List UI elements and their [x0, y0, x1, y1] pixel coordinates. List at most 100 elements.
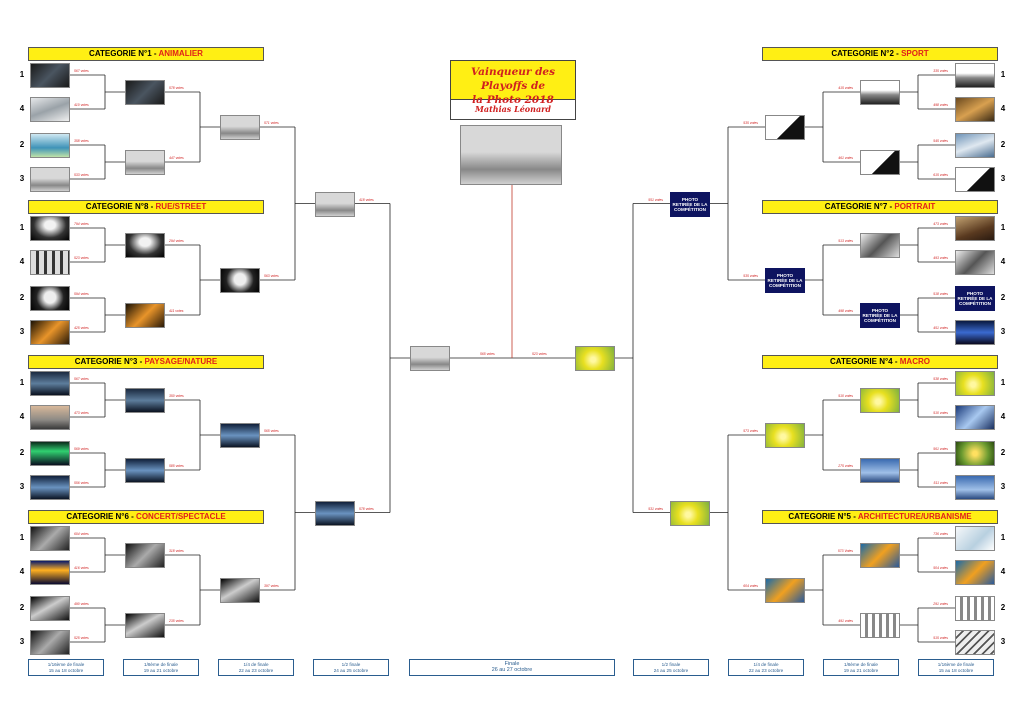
photo-right-r2-6[interactable] [860, 543, 900, 568]
seed-number: 1 [1000, 70, 1006, 79]
winner-photo[interactable] [460, 125, 562, 185]
retired-label-line: COMPÉTITION [959, 301, 991, 306]
photo-right-r1-14[interactable] [955, 596, 995, 621]
photo-left-r2-7[interactable] [125, 613, 165, 638]
photo-right-r1-15[interactable] [955, 630, 995, 655]
retired-label-line: PHOTO [871, 308, 889, 313]
photo-left-r1-12[interactable] [30, 526, 70, 551]
category-header-architecture-urbanisme: CATEGORIE N°5 - ARCHITECTURE/URBANISME [762, 510, 998, 524]
seed-number: 3 [19, 482, 25, 491]
retired-label-line: PHOTO [681, 196, 699, 202]
retired-label-line: RETIRÉE DE LA [767, 278, 803, 283]
photo-finalist-right[interactable] [575, 346, 615, 371]
photo-right-r3-3[interactable] [765, 578, 805, 603]
photo-left-r1-5[interactable] [30, 250, 70, 275]
photo-left-r2-0[interactable] [125, 80, 165, 105]
photo-left-r1-10[interactable] [30, 441, 70, 466]
seed-number: 4 [19, 567, 25, 576]
seed-number: 4 [19, 412, 25, 421]
photo-left-r2-5[interactable] [125, 458, 165, 483]
vote-count: 350 votes [169, 394, 184, 398]
photo-right-r1-11[interactable] [955, 475, 995, 500]
photo-right-r1-1[interactable] [955, 97, 995, 122]
photo-left-r2-1[interactable] [125, 150, 165, 175]
photo-left-r1-2[interactable] [30, 133, 70, 158]
photo-left-r1-6[interactable] [30, 286, 70, 311]
photo-right-r1-0[interactable] [955, 63, 995, 88]
photo-left-r2-2[interactable] [125, 233, 165, 258]
vote-count: 498 votes [933, 103, 948, 107]
photo-left-r4-0[interactable] [315, 191, 355, 217]
photo-left-r3-2[interactable] [220, 423, 260, 448]
retired-label-line: RETIRÉE DE LA [957, 296, 993, 301]
seed-number: 2 [19, 603, 25, 612]
photo-left-r3-3[interactable] [220, 578, 260, 603]
seed-number: 4 [1000, 567, 1006, 576]
photo-left-r1-9[interactable] [30, 405, 70, 430]
photo-right-r2-0[interactable] [860, 80, 900, 105]
photo-left-r1-8[interactable] [30, 371, 70, 396]
photo-right-r2-7[interactable] [860, 613, 900, 638]
photo-left-r3-0[interactable] [220, 115, 260, 140]
photo-left-r1-0[interactable] [30, 63, 70, 88]
photo-right-r1-8[interactable] [955, 371, 995, 396]
photo-left-r1-7[interactable] [30, 320, 70, 345]
photo-right-r1-4[interactable] [955, 216, 995, 241]
vote-count: 397 votes [264, 584, 279, 588]
photo-right-r1-5[interactable] [955, 250, 995, 275]
photo-left-r1-1[interactable] [30, 97, 70, 122]
vote-count: 415 votes [838, 86, 853, 90]
photo-left-r1-11[interactable] [30, 475, 70, 500]
photo-right-r1-7[interactable] [955, 320, 995, 345]
photo-right-r4-1[interactable] [670, 500, 710, 526]
retired-label-line: RETIRÉE DE LA [862, 313, 898, 318]
photo-left-r2-3[interactable] [125, 303, 165, 328]
photo-left-r4-1[interactable] [315, 500, 355, 526]
photo-right-r2-4[interactable] [860, 388, 900, 413]
seed-number: 1 [19, 378, 25, 387]
vote-count: 525 votes [74, 636, 89, 640]
vote-count: 411 votes [169, 309, 184, 313]
retired-label-line: PHOTO [966, 291, 984, 296]
vote-count: 565 votes [264, 429, 279, 433]
vote-count: 794 votes [74, 222, 89, 226]
photo-left-r1-4[interactable] [30, 216, 70, 241]
photo-left-r1-15[interactable] [30, 630, 70, 655]
photo-right-r3-0[interactable] [765, 115, 805, 140]
vote-count: 523 votes [74, 256, 89, 260]
photo-left-r3-1[interactable] [220, 268, 260, 293]
photo-right-r2-2[interactable] [860, 233, 900, 258]
photo-left-r1-14[interactable] [30, 596, 70, 621]
photo-left-r2-4[interactable] [125, 388, 165, 413]
photo-right-r3-2[interactable] [765, 423, 805, 448]
photo-right-r1-3[interactable] [955, 167, 995, 192]
photo-right-r1-12[interactable] [955, 526, 995, 551]
vote-count: 545 votes [933, 139, 948, 143]
photo-right-r1-13[interactable] [955, 560, 995, 585]
photo-right-r1-9[interactable] [955, 405, 995, 430]
vote-count: 410 votes [74, 103, 89, 107]
photo-left-r1-3[interactable] [30, 167, 70, 192]
seed-number: 4 [1000, 104, 1006, 113]
vote-count: 451 votes [933, 326, 948, 330]
photo-right-r2-5[interactable] [860, 458, 900, 483]
photo-finalist-left[interactable] [410, 346, 450, 371]
photo-left-r1-13[interactable] [30, 560, 70, 585]
photo-left-r2-6[interactable] [125, 543, 165, 568]
vote-count: 425 votes [74, 326, 89, 330]
seed-number: 2 [19, 140, 25, 149]
photo-right-r1-2[interactable] [955, 133, 995, 158]
vote-count: 491 votes [838, 619, 853, 623]
retired-label-line: COMPÉTITION [769, 283, 801, 288]
photo-right-r2-1[interactable] [860, 150, 900, 175]
photo-right-r1-10[interactable] [955, 441, 995, 466]
